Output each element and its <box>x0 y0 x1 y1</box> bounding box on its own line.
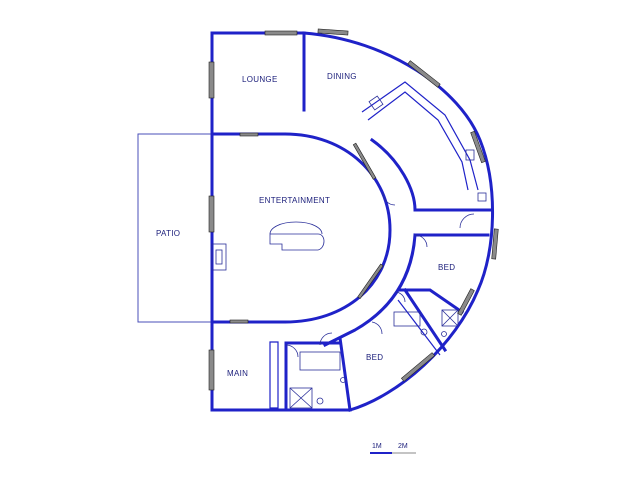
room-label-main: MAIN <box>227 369 248 378</box>
fireplace <box>211 243 227 271</box>
window-curve-4 <box>457 288 475 316</box>
kitchen-counter-inner <box>367 91 469 191</box>
room-label-bed-east: BED <box>438 263 455 272</box>
bath-east-tub <box>393 311 421 327</box>
room-label-entertainment: ENTERTAINMENT <box>259 196 330 205</box>
main-shower <box>289 387 313 409</box>
door-kitchen <box>459 213 475 229</box>
main-east-wall <box>269 341 279 409</box>
door-dining <box>382 192 396 206</box>
stove <box>368 95 384 111</box>
fireplace-inner <box>215 249 223 265</box>
bath-east-wall <box>397 299 441 356</box>
main-bath-tub <box>299 351 341 371</box>
room-label-dining: DINING <box>327 72 357 81</box>
kitchen-counter <box>361 81 479 191</box>
bed-south-west-wall <box>338 336 352 412</box>
window-west-2 <box>208 195 215 233</box>
main-basin <box>340 377 346 383</box>
window-curve-5 <box>400 352 436 382</box>
main-shower-x <box>289 387 313 409</box>
bath-east-wall-2 <box>402 287 448 353</box>
window-curve-2 <box>470 130 486 164</box>
bath-east-toilet <box>420 328 428 336</box>
window-ent-2 <box>357 263 384 299</box>
fridge <box>477 192 487 202</box>
door-main-bath <box>319 332 333 346</box>
main-toilet <box>316 397 324 405</box>
passage-curve <box>322 233 417 348</box>
bath-east-shower <box>441 309 459 327</box>
window-curve-3 <box>491 228 499 260</box>
outer-curved-wall <box>302 31 495 412</box>
sink <box>465 149 475 161</box>
window-curve-1 <box>407 60 441 88</box>
window-north-2 <box>317 28 349 36</box>
scale-label-1m: 1M <box>372 443 382 450</box>
room-label-patio: PATIO <box>156 229 180 238</box>
entertainment-wall <box>210 132 392 324</box>
entertainment-bar <box>269 221 325 251</box>
door-bed-south <box>371 321 383 335</box>
door-bed-east <box>414 234 428 248</box>
bed-east-diagonal-wall <box>398 288 465 315</box>
bath-east-basin <box>441 331 447 337</box>
door-main <box>285 344 299 358</box>
scale-label-2m: 2M <box>398 443 408 450</box>
window-ent-4 <box>239 132 259 137</box>
window-ent-3 <box>229 319 249 324</box>
dining-inner-curve <box>369 137 417 212</box>
door-ensuite <box>394 291 406 303</box>
room-label-lounge: LOUNGE <box>242 75 278 84</box>
window-ent-1 <box>352 142 377 180</box>
window-west-3 <box>208 349 215 391</box>
bath-east-shower-x <box>441 309 459 327</box>
room-label-bed-south: BED <box>366 353 383 362</box>
window-west-1 <box>208 61 215 99</box>
patio-outline <box>137 133 212 323</box>
scale-bar: 1M 2M <box>370 443 416 454</box>
window-north-1 <box>264 30 298 36</box>
